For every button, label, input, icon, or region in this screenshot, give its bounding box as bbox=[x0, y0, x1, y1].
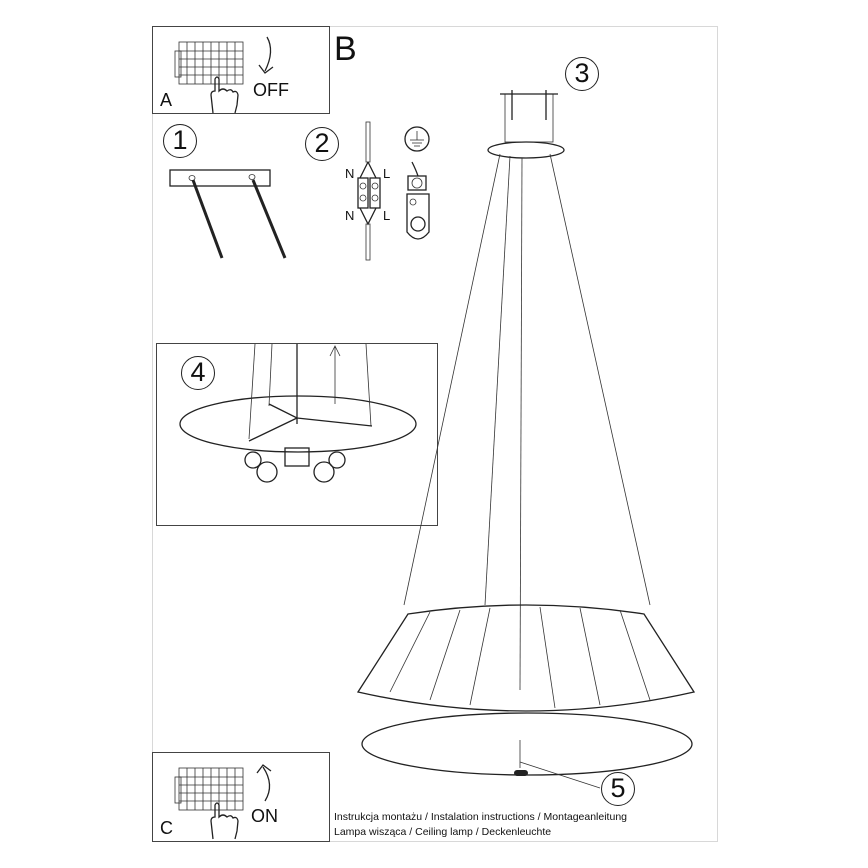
terminal-l-bottom: L bbox=[383, 208, 391, 223]
step-3-badge: 3 bbox=[565, 57, 599, 91]
step-1-badge: 1 bbox=[163, 124, 197, 158]
circuit-breaker-icon bbox=[174, 767, 244, 811]
footer-caption-line-2: Lampa wisząca / Ceiling lamp / Deckenleu… bbox=[334, 826, 552, 838]
panel-step-4-frame-assembly: 4 bbox=[156, 343, 438, 526]
hand-icon bbox=[210, 802, 239, 840]
section-b-label: B bbox=[334, 30, 357, 68]
ceiling-bar-with-anchors-icon bbox=[169, 169, 287, 259]
on-label: ON bbox=[251, 806, 278, 826]
panel-a-switch-off: A OFF bbox=[152, 26, 330, 114]
off-label: OFF bbox=[253, 80, 289, 100]
shade-frame-ring-icon bbox=[179, 343, 417, 483]
terminal-n-top: N bbox=[345, 166, 355, 181]
arrow-down-icon bbox=[258, 36, 274, 74]
footer-caption-line-1: Instrukcja montażu / Instalation instruc… bbox=[334, 811, 627, 823]
step-4-badge: 4 bbox=[181, 356, 215, 390]
panel-c-switch-on: C ON bbox=[152, 752, 330, 842]
step-2-badge: 2 bbox=[305, 127, 339, 161]
page-frame bbox=[152, 26, 718, 842]
earth-ground-icon bbox=[404, 126, 430, 240]
step-5-badge: 5 bbox=[601, 772, 635, 806]
terminal-n-bottom: N bbox=[345, 208, 355, 223]
arrow-up-icon bbox=[256, 764, 272, 802]
wire-terminal-icon bbox=[357, 121, 381, 261]
terminal-l-top: L bbox=[383, 166, 391, 181]
pendant-lamp-illustration bbox=[356, 90, 696, 789]
circuit-breaker-icon bbox=[174, 41, 244, 85]
panel-a-letter: A bbox=[160, 90, 173, 110]
panel-c-letter: C bbox=[160, 818, 173, 838]
hand-icon bbox=[210, 76, 239, 114]
